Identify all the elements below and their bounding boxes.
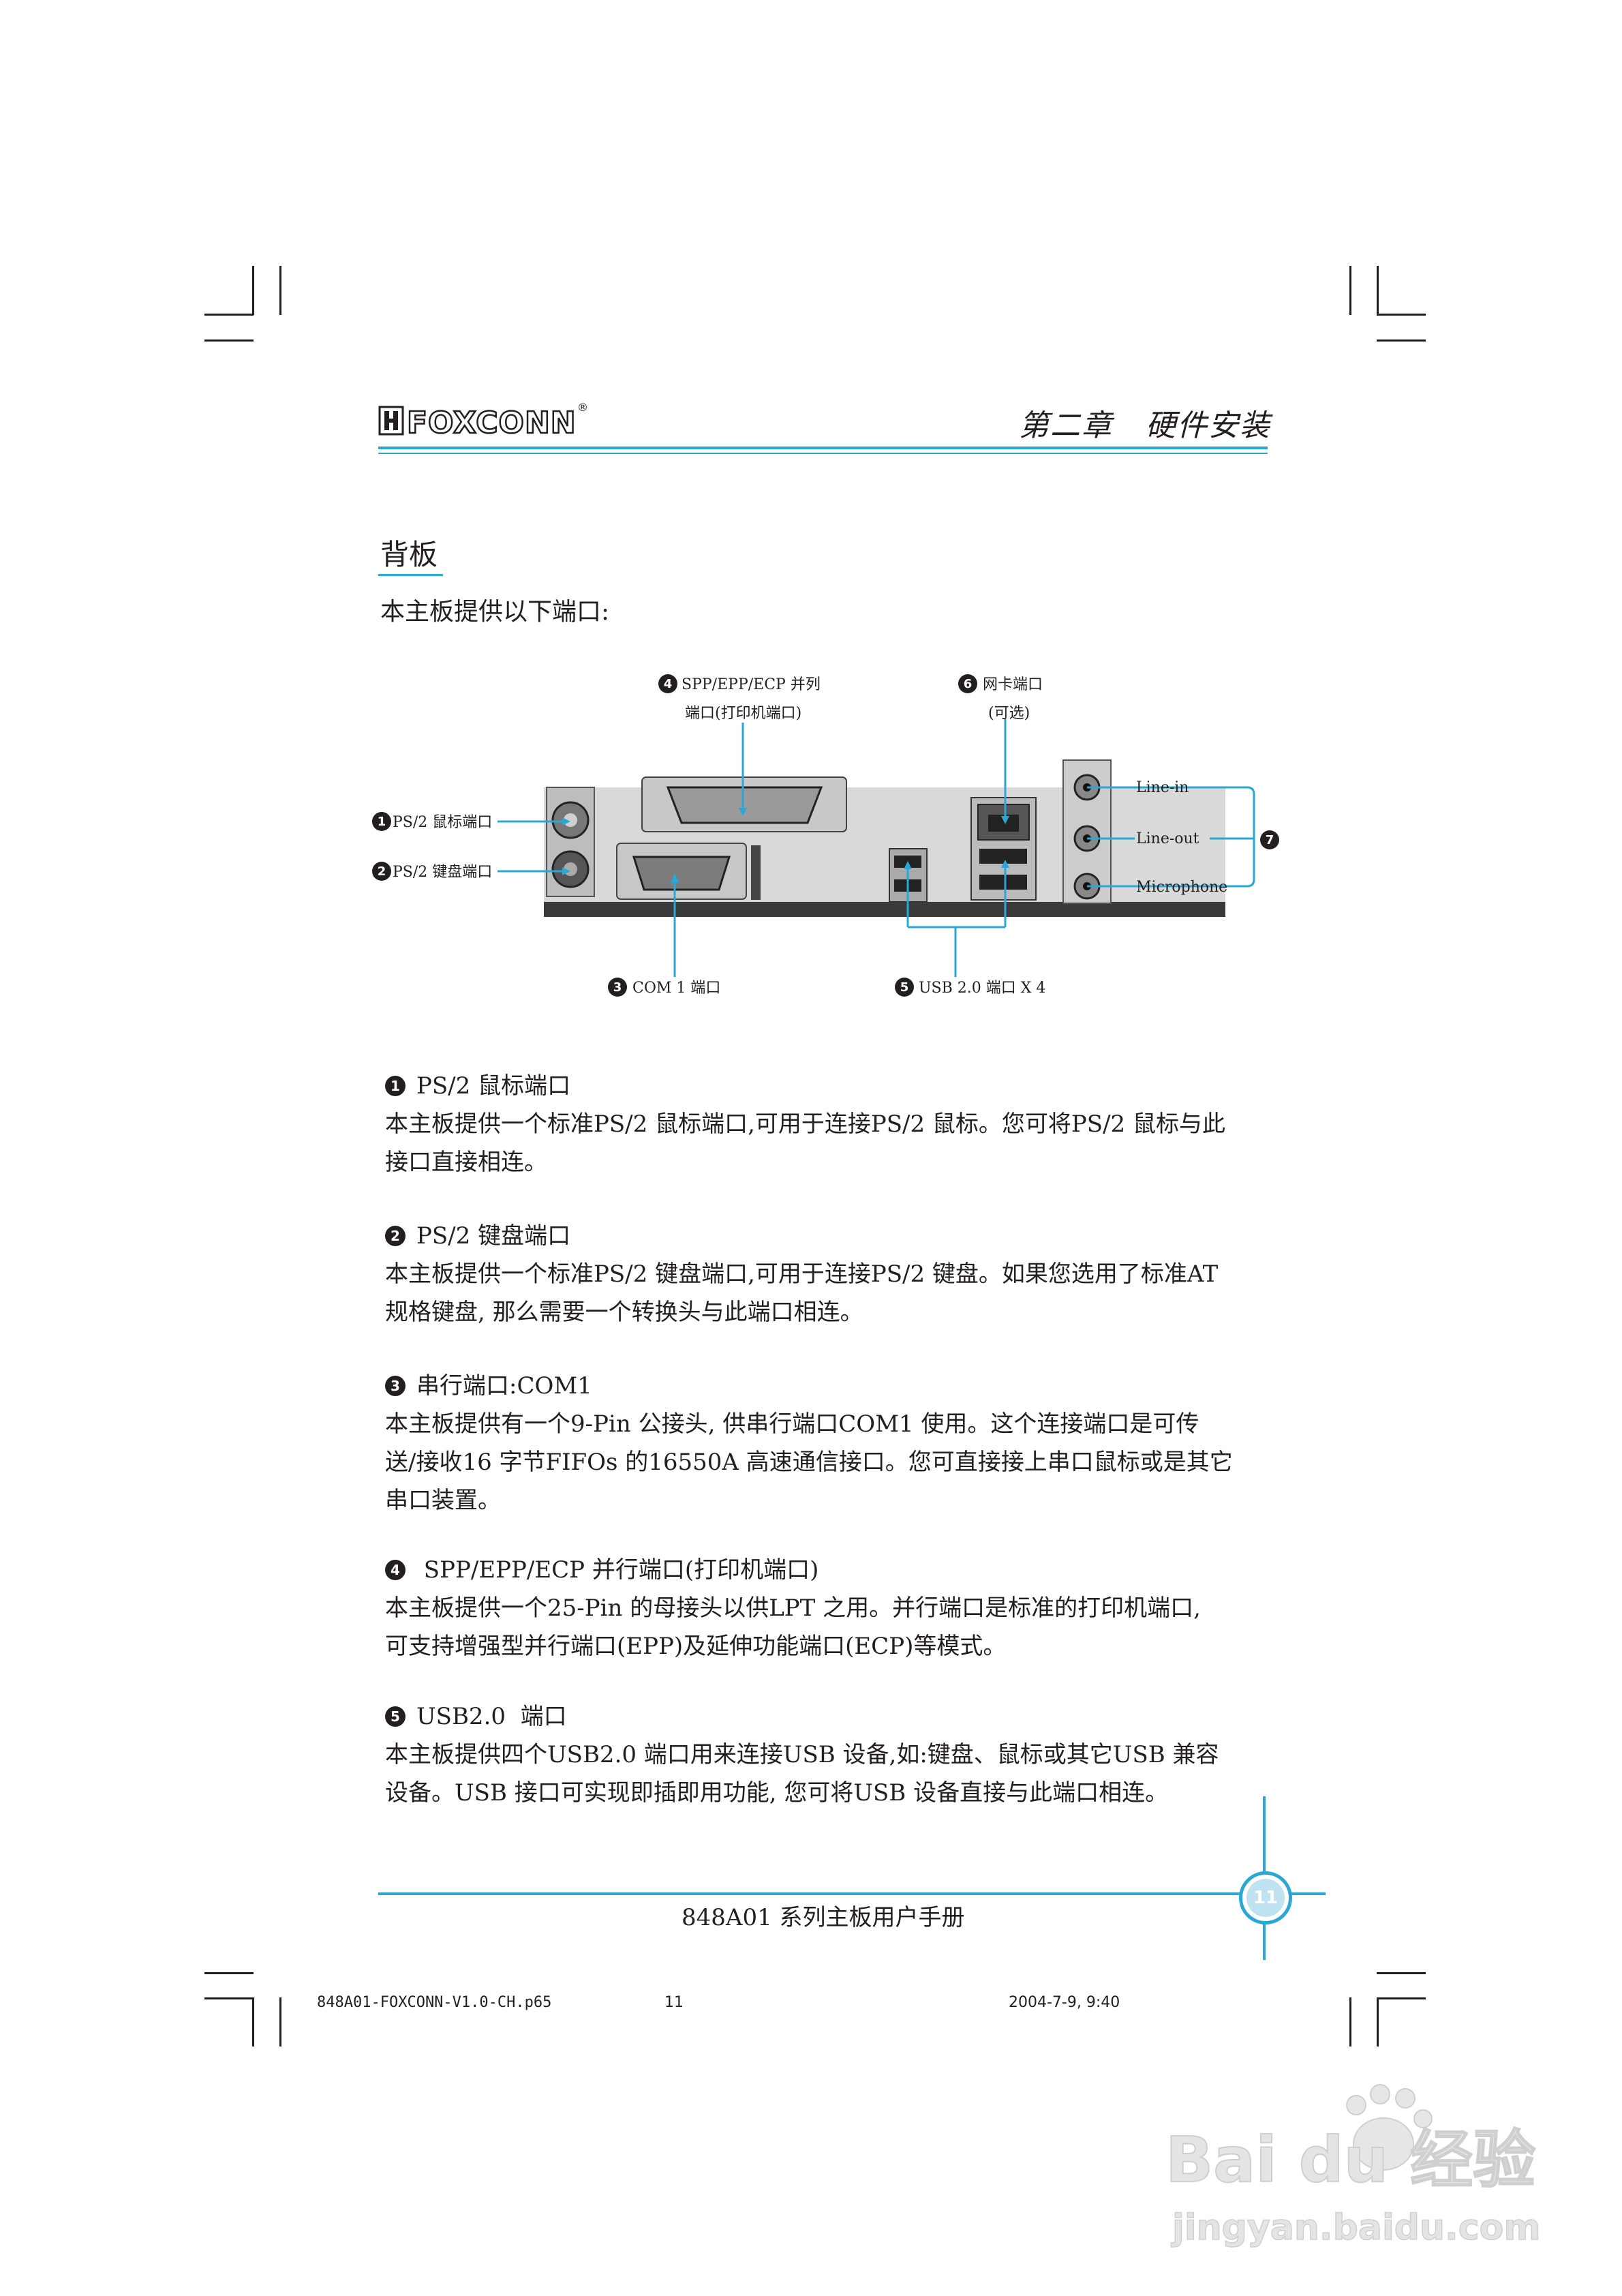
crop-mark [1349,266,1351,315]
page-number: 11 [1246,1879,1285,1917]
crop-mark [204,314,254,316]
item-ps2-keyboard: 2 PS/2 键盘端口 本主板提供一个标准PS/2 键盘端口,可用于连接PS/2 … [385,1217,1271,1331]
crop-mark [1349,1997,1351,2046]
item-ps2-mouse: 1 PS/2 鼠标端口 本主板提供一个标准PS/2 鼠标端口,可用于连接PS/2 … [385,1067,1271,1181]
marker-2 [372,862,391,881]
marker-3 [608,978,627,997]
section-title-underline [378,574,443,576]
label-ps2-keyboard: PS/2 键盘端口 [393,864,492,881]
label-ps2-mouse: PS/2 鼠标端口 [393,814,492,831]
label-com1: COM 1 端口 [632,980,720,997]
marker-6-num: 6 [964,677,973,691]
crop-mark [1377,314,1426,316]
header-rule [378,447,1268,449]
item-usb: 5 USB2.0 端口 本主板提供四个USB2.0 端口用来连接USB 设备,如:… [385,1697,1271,1812]
foxconn-logo-text: FOXCONN [407,406,577,440]
crop-mark [1377,1972,1426,1974]
marker-2-num: 2 [378,864,386,879]
crop-mark [1377,266,1379,315]
crop-mark [204,339,254,342]
callout-bracket-7 [1246,786,1255,888]
item-body-line: 送/接收16 字节FIFOs 的16550A 高速通信接口。您可直接接上串口鼠标… [385,1449,1233,1476]
crop-mark [252,1997,254,2046]
item-number: 1 [385,1076,406,1096]
item-number: 5 [385,1706,406,1727]
slug-page: 11 [664,1994,684,2011]
slug-filename: 848A01-FOXCONN-V1.0-CH.p65 [317,1994,552,2011]
label-line-out: Line-out [1136,830,1199,847]
item-title: USB2.0 端口 [416,1703,567,1730]
marker-6 [958,674,977,693]
foxconn-logo: FOXCONN ® [378,401,588,440]
registered-mark: ® [577,401,588,414]
item-parallel: 4 SPP/EPP/ECP 并行端口(打印机端口) 本主板提供一个25-Pin … [385,1551,1271,1665]
marker-5 [895,978,914,997]
parallel-port [666,786,823,824]
chapter-title: 第二章 硬件安装 [1019,408,1271,443]
marker-3-num: 3 [613,980,622,995]
item-body-line: 设备。USB 接口可实现即插即用功能, 您可将USB 设备直接与此端口相连。 [385,1779,1169,1807]
serial-port [632,856,731,891]
crop-mark [252,266,254,315]
footer-rule [378,1892,1326,1895]
watermark-url: jingyan.baidu.com [1171,2207,1540,2248]
label-lan-line2: (可选) [988,705,1030,722]
item-title: 串行端口:COM1 [416,1372,592,1400]
item-body-line: 本主板提供四个USB2.0 端口用来连接USB 设备,如:键盘、鼠标或其它USB… [385,1741,1219,1768]
marker-7-num: 7 [1266,833,1274,847]
marker-1 [372,812,391,831]
item-body-line: 规格键盘, 那么需要一个转换头与此端口相连。 [385,1299,863,1326]
marker-4-num: 4 [664,677,673,691]
crop-mark [204,1997,254,1999]
watermark-brand: Bai du 经验 [1165,2124,1535,2196]
crop-mark [279,1997,281,2046]
item-body-line: 本主板提供一个标准PS/2 键盘端口,可用于连接PS/2 键盘。如果您选用了标准… [385,1260,1219,1288]
marker-4 [658,674,677,693]
item-body-line: 接口直接相连。 [385,1149,547,1176]
baidu-watermark: Bai du 经验 jingyan.baidu.com [1165,2084,1540,2249]
section-intro: 本主板提供以下端口: [380,598,610,626]
item-title: PS/2 键盘端口 [416,1222,571,1250]
label-line-in: Line-in [1136,779,1189,796]
item-body-line: 本主板提供一个标准PS/2 鼠标端口,可用于连接PS/2 鼠标。您可将PS/2 … [385,1111,1225,1138]
header-rule-thin [378,453,1268,454]
item-number: 3 [385,1376,406,1396]
section-title: 背板 [380,538,438,571]
slug-date: 2004-7-9, 9:40 [1009,1994,1120,2011]
marker-5-num: 5 [900,980,909,995]
back-panel-diagram: 1 2 3 4 5 6 7 PS/2 鼠标端口 PS/2 键盘端口 COM 1 … [372,674,1279,997]
item-body-line: 可支持增强型并行端口(EPP)及延伸功能端口(ECP)等模式。 [385,1633,1007,1660]
crop-mark [1377,339,1426,342]
item-body-line: 本主板提供一个25-Pin 的母接头以供LPT 之用。并行端口是标准的打印机端口… [385,1595,1201,1622]
label-parallel-line1: SPP/EPP/ECP 并列 [682,676,821,693]
item-number: 2 [385,1226,406,1246]
item-number: 4 [385,1560,406,1580]
marker-1-num: 1 [378,815,386,829]
crop-mark [1377,1997,1379,2046]
crop-mark [279,266,281,315]
item-title: PS/2 鼠标端口 [416,1072,571,1100]
item-com1: 3 串行端口:COM1 本主板提供有一个9-Pin 公接头, 供串行端口COM1 … [385,1367,1271,1520]
marker-7 [1260,830,1279,849]
label-lan-line1: 网卡端口 [983,676,1043,693]
label-parallel-line2: 端口(打印机端口) [685,705,801,722]
paw-icon [1353,2117,1414,2171]
item-body-line: 串口装置。 [385,1487,501,1514]
label-microphone: Microphone [1136,879,1227,896]
footer-title: 848A01 系列主板用户手册 [682,1904,965,1931]
page-number-badge: 11 [1239,1871,1292,1924]
label-usb: USB 2.0 端口 X 4 [919,980,1045,997]
item-body-line: 本主板提供有一个9-Pin 公接头, 供串行端口COM1 使用。这个连接端口是可… [385,1410,1199,1438]
crop-mark [1377,1997,1426,1999]
crop-mark [204,1972,254,1974]
item-title: SPP/EPP/ECP 并行端口(打印机端口) [416,1556,819,1584]
io-shield-bottom [544,902,1225,917]
